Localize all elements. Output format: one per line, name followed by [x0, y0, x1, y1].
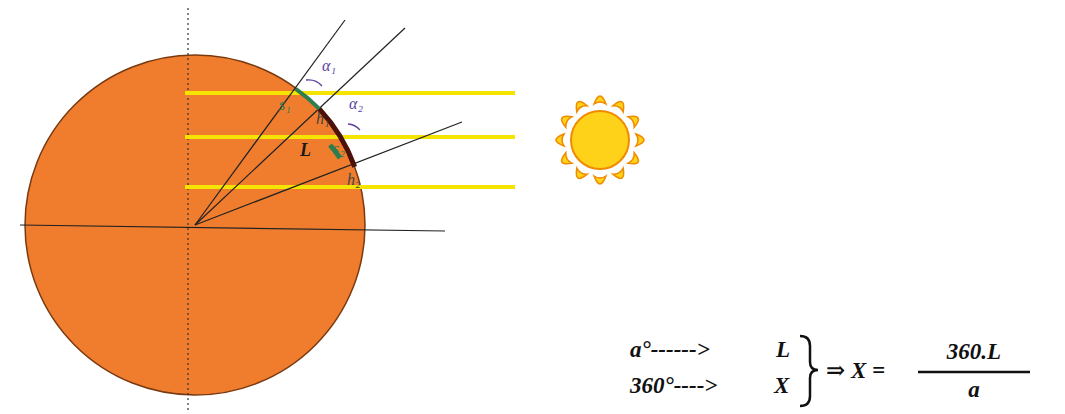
sun-petal	[573, 99, 587, 112]
formula-text: 360°---->	[630, 374, 717, 397]
formula-text: L	[776, 338, 790, 361]
sun-petal	[613, 168, 627, 181]
sun-petal	[628, 153, 641, 167]
arc-label: s₁	[279, 97, 291, 113]
angle-label: α₂	[349, 96, 363, 112]
arc-length-label: L	[300, 141, 311, 159]
sun-icon	[556, 96, 644, 184]
angle-mark	[348, 124, 360, 130]
sun-petal	[573, 168, 587, 181]
equator-line	[20, 225, 445, 231]
sun-disc	[571, 111, 629, 169]
radius-line	[195, 28, 405, 225]
sun-petal	[559, 113, 572, 127]
sun-ray	[185, 135, 515, 139]
fraction-bar	[918, 371, 1030, 374]
formula-text: a°------>	[630, 338, 710, 361]
sun-petal	[594, 96, 606, 104]
sun-ray	[185, 91, 515, 95]
sun-petal	[559, 153, 572, 167]
radius-line	[195, 122, 462, 225]
formula-text: ⇒ X =	[826, 359, 885, 382]
height-label: h₁	[316, 111, 330, 127]
sun-petal	[613, 99, 627, 112]
sun-petal	[628, 113, 641, 127]
arc-s1	[296, 89, 320, 109]
formula-text: X	[774, 374, 789, 397]
formula-text: a	[968, 378, 980, 401]
height-label: h₂	[347, 172, 361, 188]
angle-label: α₁	[322, 58, 336, 74]
sun-petal	[594, 176, 606, 184]
arc-label: s₂	[333, 141, 345, 157]
sun-petal	[636, 134, 644, 146]
radius-line	[195, 20, 345, 225]
sun-petal	[556, 134, 564, 146]
brace	[800, 336, 818, 406]
angle-mark	[306, 80, 322, 86]
axis-line	[187, 8, 188, 410]
formula-text: 360.L	[947, 340, 1001, 363]
